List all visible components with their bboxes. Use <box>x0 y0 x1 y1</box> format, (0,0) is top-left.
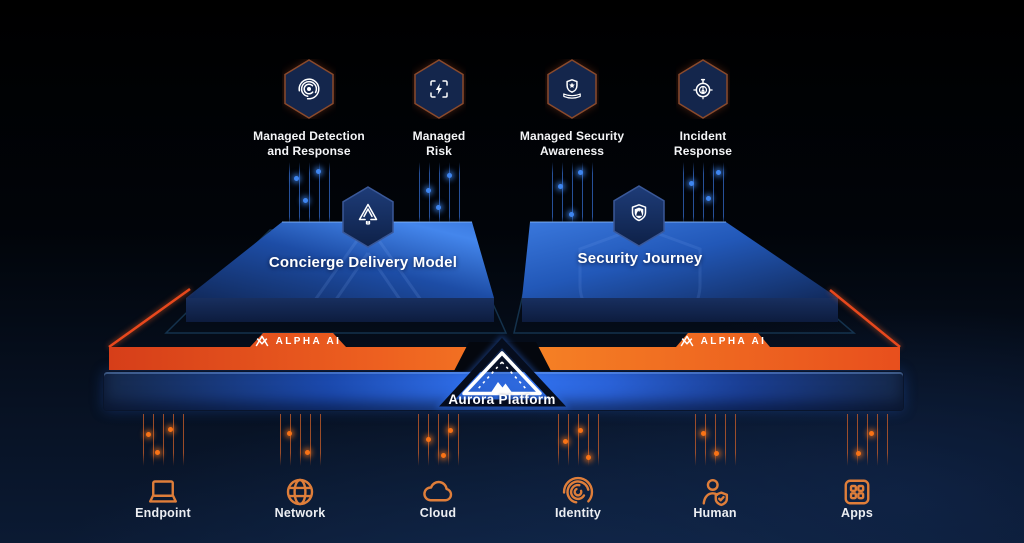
cloud-icon <box>423 480 453 502</box>
asset-label-apps: Apps <box>840 506 874 520</box>
data-dot-orange <box>856 451 861 456</box>
data-dot-orange <box>146 432 151 437</box>
data-dot-orange <box>287 431 292 436</box>
radar-icon <box>284 59 334 119</box>
data-dot-blue <box>303 198 308 203</box>
stopwatch-crosshair-icon <box>678 59 728 119</box>
slab-front-face <box>522 298 838 322</box>
data-dot-orange <box>168 427 173 432</box>
slab-top-surface <box>522 222 838 298</box>
data-dot-blue <box>316 169 321 174</box>
person-shield-icon <box>702 478 729 507</box>
data-dot-orange <box>578 428 583 433</box>
data-dot-blue <box>706 196 711 201</box>
connection-lines-blue <box>419 162 460 224</box>
floor-edge-right <box>829 289 901 348</box>
connection-lines-orange <box>847 414 888 466</box>
asset-label-human: Human <box>693 506 737 520</box>
alpha-ai-label: ALPHA AI <box>700 335 767 347</box>
data-dot-blue <box>294 176 299 181</box>
data-dot-orange <box>869 431 874 436</box>
triangle-dark-halo <box>439 337 567 407</box>
data-dot-orange <box>441 453 446 458</box>
data-dot-orange <box>701 431 706 436</box>
platform-title-security-journey: Security Journey <box>577 250 703 267</box>
data-dot-blue <box>426 188 431 193</box>
data-dot-blue <box>578 170 583 175</box>
data-dot-orange <box>448 428 453 433</box>
data-dot-orange <box>714 451 719 456</box>
service-label-awareness: Managed Security Awareness <box>519 129 625 159</box>
connection-lines-orange <box>143 414 184 466</box>
lightning-brackets-icon <box>414 59 464 119</box>
asset-label-identity: Identity <box>554 506 602 520</box>
alpha-ai-tab-right: ALPHA AI <box>675 334 771 348</box>
alpha-ai-tab-left: ALPHA AI <box>250 334 346 348</box>
asset-label-network: Network <box>274 506 326 520</box>
floor-edge-left <box>108 287 191 349</box>
alpha-ai-label: ALPHA AI <box>275 335 342 347</box>
asset-label-cloud: Cloud <box>419 506 457 520</box>
fingerprint-icon <box>562 476 594 508</box>
data-dot-orange <box>155 450 160 455</box>
laptop-icon <box>149 480 177 503</box>
connection-lines-orange <box>695 414 736 466</box>
alpha-ai-mark-icon <box>255 335 269 347</box>
concierge-platform-slab <box>164 221 508 334</box>
watermark-mountain-logo <box>293 222 443 298</box>
shield-star-book-icon <box>547 59 597 119</box>
mountain-badge-icon <box>342 186 394 248</box>
data-dot-blue <box>558 184 563 189</box>
globe-icon <box>286 478 314 506</box>
connection-lines-blue <box>289 162 330 224</box>
service-label-incident-response: Incident Response <box>673 129 733 159</box>
data-dot-orange <box>563 439 568 444</box>
data-dot-blue <box>689 181 694 186</box>
slab-front-face <box>186 298 494 322</box>
aurora-triangle-icon <box>462 351 542 396</box>
asset-label-endpoint: Endpoint <box>135 506 191 520</box>
data-dot-blue <box>447 173 452 178</box>
connection-lines-orange <box>280 414 321 466</box>
aurora-platform-label: Aurora Platform <box>448 392 556 407</box>
data-dot-orange <box>586 455 591 460</box>
data-dot-blue <box>569 212 574 217</box>
platform-title-concierge: Concierge Delivery Model <box>268 254 458 271</box>
slab-top-surface <box>186 222 494 298</box>
service-label-mdr: Managed Detection and Response <box>253 129 365 159</box>
apps-grid-icon <box>844 479 870 505</box>
service-label-managed-risk: Managed Risk <box>412 129 466 159</box>
data-dot-orange <box>426 437 431 442</box>
data-dot-blue <box>716 170 721 175</box>
alpha-ai-mark-icon <box>680 335 694 347</box>
data-dot-blue <box>436 205 441 210</box>
shield-wolf-badge-icon <box>613 185 665 247</box>
connection-lines-orange <box>418 414 459 466</box>
data-dot-orange <box>305 450 310 455</box>
